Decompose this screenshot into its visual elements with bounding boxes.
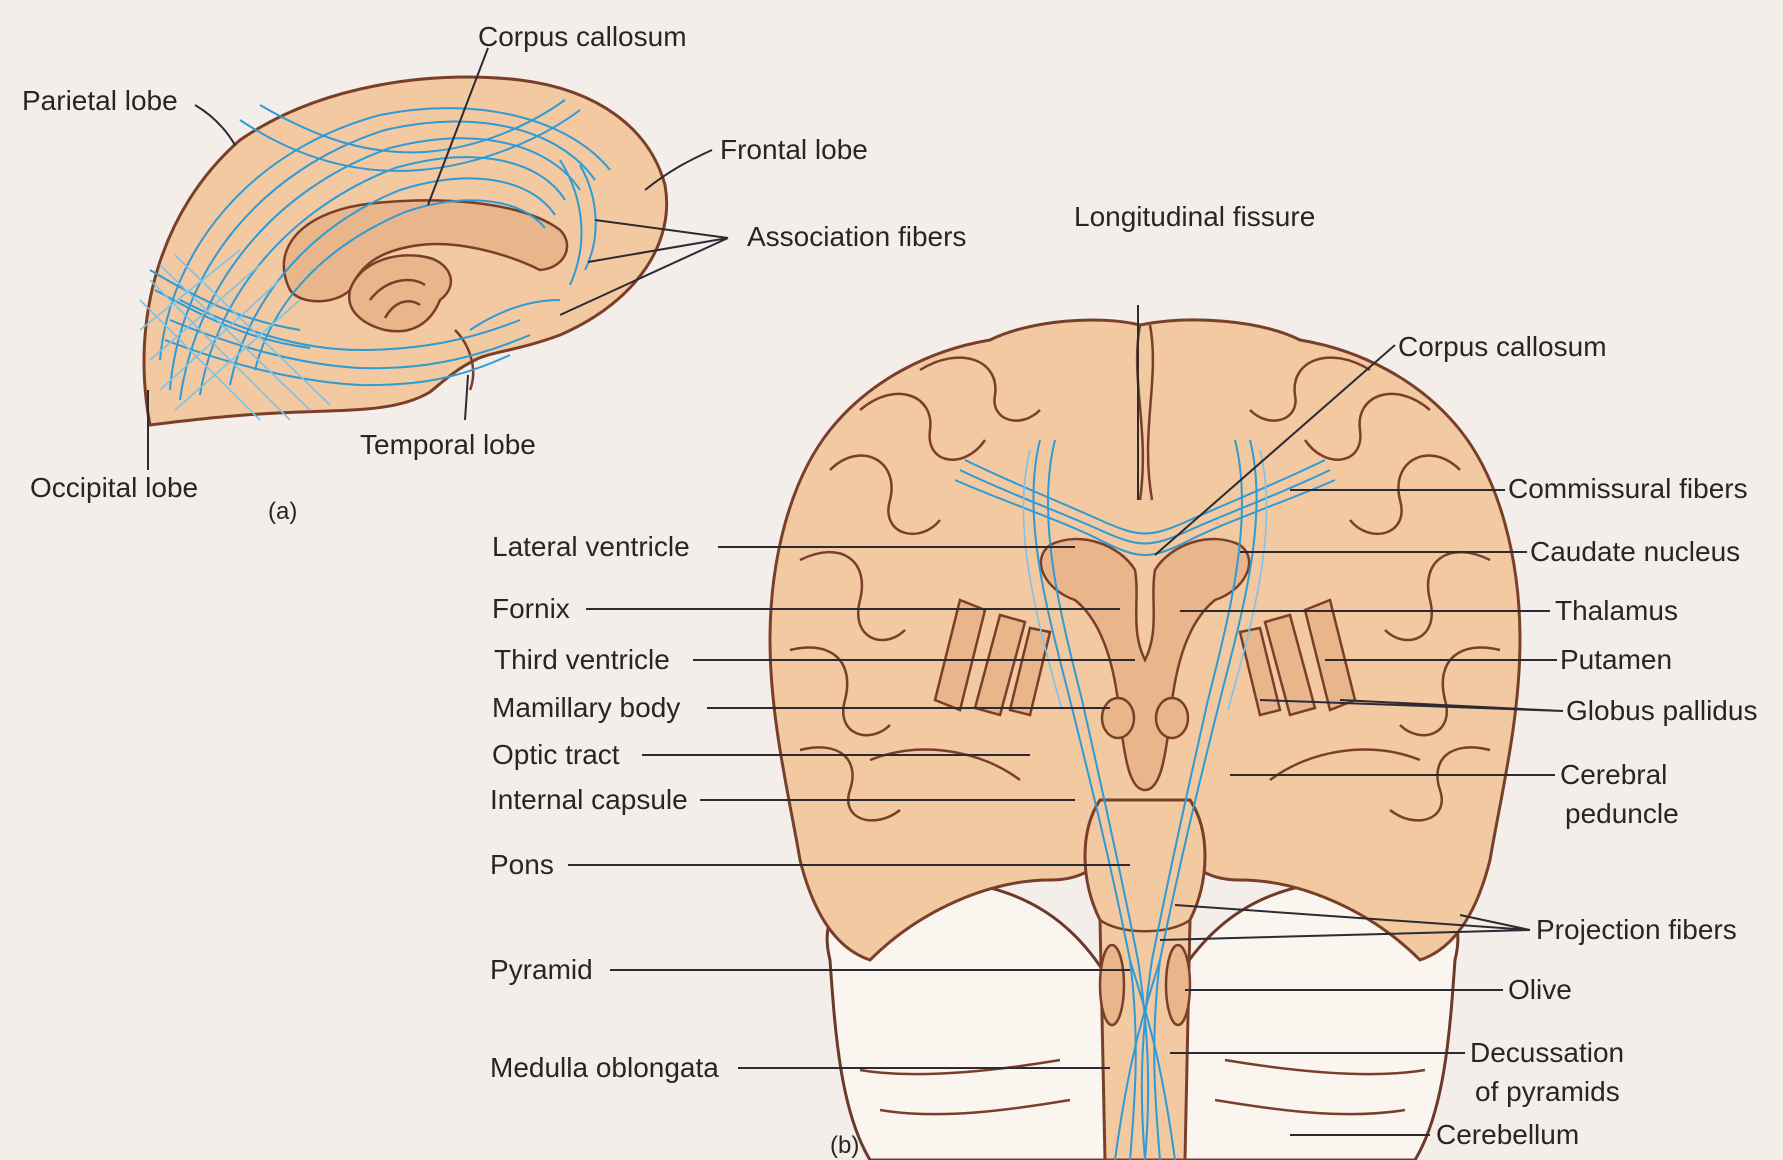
label-b-putamen: Putamen — [1560, 644, 1672, 675]
label-b-olive: Olive — [1508, 974, 1572, 1005]
label-b-medulla-oblongata: Medulla oblongata — [490, 1052, 719, 1083]
label-b-projection-fibers: Projection fibers — [1536, 914, 1737, 945]
label-b-caudate-nucleus: Caudate nucleus — [1530, 536, 1740, 567]
label-b-mamillary-body: Mamillary body — [492, 692, 680, 723]
label-b-cerebellum: Cerebellum — [1436, 1119, 1579, 1150]
label-b-commissural-fibers: Commissural fibers — [1508, 473, 1748, 504]
label-b-longitudinal-fissure: Longitudinal fissure — [1074, 201, 1315, 232]
label-b-optic-tract: Optic tract — [492, 739, 620, 770]
label-b-pyramid: Pyramid — [490, 954, 593, 985]
label-b-third-ventricle: Third ventricle — [494, 644, 670, 675]
label-b-lateral-ventricle: Lateral ventricle — [492, 531, 690, 562]
label-b-cerebral-peduncle-2: peduncle — [1565, 798, 1679, 829]
label-b-pons: Pons — [490, 849, 554, 880]
label-a-association-fibers: Association fibers — [747, 221, 966, 252]
label-b-decussation-2: of pyramids — [1475, 1076, 1620, 1107]
label-b-corpus-callosum: Corpus callosum — [1398, 331, 1607, 362]
label-b-globus-pallidus: Globus pallidus — [1566, 695, 1757, 726]
label-b-thalamus: Thalamus — [1555, 595, 1678, 626]
panel-a-sagittal-view — [140, 48, 728, 470]
label-b-internal-capsule: Internal capsule — [490, 784, 688, 815]
leader-a-parietal — [195, 105, 235, 145]
label-b-cerebral-peduncle-1: Cerebral — [1560, 759, 1667, 790]
leader-a-temporal — [465, 375, 468, 420]
label-a-frontal-lobe: Frontal lobe — [720, 134, 868, 165]
caption-a: (a) — [268, 498, 297, 525]
label-a-parietal-lobe: Parietal lobe — [22, 85, 178, 116]
label-b-decussation-1: Decussation — [1470, 1037, 1624, 1068]
hemisphere-outline — [144, 77, 667, 425]
label-a-temporal-lobe: Temporal lobe — [360, 429, 536, 460]
panel-b-coronal-view — [568, 305, 1563, 1160]
label-a-corpus-callosum: Corpus callosum — [478, 21, 687, 52]
label-a-occipital-lobe: Occipital lobe — [30, 472, 198, 503]
caption-b: (b) — [830, 1132, 859, 1159]
label-b-fornix: Fornix — [492, 593, 570, 624]
